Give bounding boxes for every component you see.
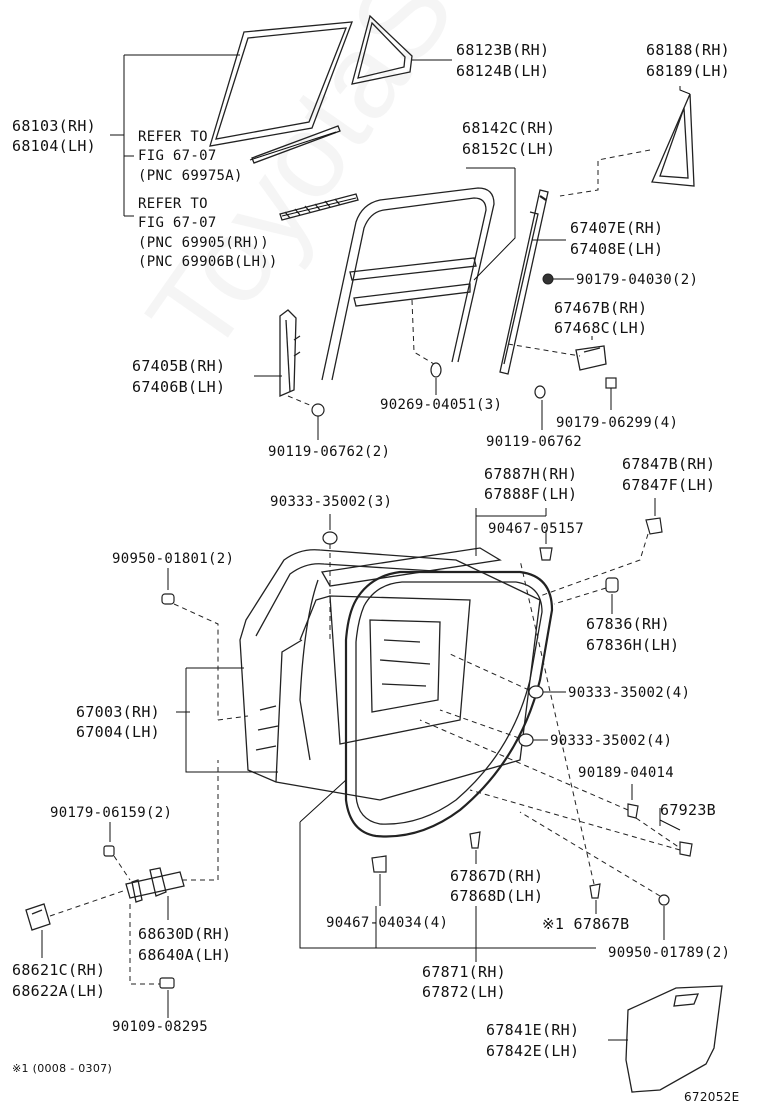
label-68152C: 68152C(LH) (462, 140, 556, 158)
label-68622A: 68622A(LH) (12, 982, 106, 1000)
label-68104: 68104(LH) (12, 137, 96, 155)
refer-note-1-line2: FIG 67-07 (138, 148, 217, 164)
label-67836H: 67836H(LH) (586, 636, 680, 654)
refer-note-1-line3: (PNC 69975A) (138, 168, 243, 184)
label-67836: 67836(RH) (586, 615, 670, 633)
label-67867D: 67867D(RH) (450, 867, 544, 885)
door-glass-shape (209, 21, 353, 147)
label-67871: 67871(RH) (422, 963, 506, 981)
refer-note-2-line4: (PNC 69906B(LH)) (138, 254, 278, 270)
label-68621C: 68621C(RH) (12, 961, 106, 979)
refer-note-2-line3: (PNC 69905(RH)) (138, 235, 269, 251)
label-90333-35002-4b: 90333-35002(4) (550, 733, 673, 749)
label-90950-01801: 90950-01801(2) (112, 551, 235, 567)
label-90467-05157: 90467-05157 (488, 521, 585, 537)
label-67867B: ※1 67867B (542, 915, 630, 933)
label-68189: 68189(LH) (646, 62, 730, 80)
door-check-shape (125, 867, 185, 903)
division-bar-shape (499, 189, 549, 375)
label-90119-06762-single: 90119-06762 (486, 434, 583, 450)
label-67841E: 67841E(RH) (486, 1021, 580, 1039)
label-67468C: 67468C(LH) (554, 319, 648, 337)
label-68188: 68188(RH) (646, 41, 730, 59)
label-68630D: 68630D(RH) (138, 925, 232, 943)
hinge-shape (25, 903, 51, 931)
label-68103: 68103(RH) (12, 117, 96, 135)
label-90950-01789: 90950-01789(2) (608, 945, 731, 961)
footnote: ※1 (0008 - 0307) (12, 1062, 113, 1075)
label-90179-06299: 90179-06299(4) (556, 415, 679, 431)
label-67407E: 67407E(RH) (570, 219, 664, 237)
refer-note-2-line1: REFER TO (138, 196, 208, 212)
label-67004: 67004(LH) (76, 723, 160, 741)
label-68124B: 68124B(LH) (456, 62, 550, 80)
label-67872: 67872(LH) (422, 983, 506, 1001)
label-67406B: 67406B(LH) (132, 378, 226, 396)
refer-note-2-line2: FIG 67-07 (138, 215, 217, 231)
label-67003: 67003(RH) (76, 703, 160, 721)
label-90179-06159: 90179-06159(2) (50, 805, 173, 821)
label-67868D: 67868D(LH) (450, 887, 544, 905)
label-67405B: 67405B(RH) (132, 357, 226, 375)
label-90189-04014: 90189-04014 (578, 765, 675, 781)
door-weatherstrip-shape (299, 547, 554, 838)
door-panel-shape (239, 549, 541, 801)
label-67847F: 67847F(LH) (622, 476, 716, 494)
service-hole-cover-shape (625, 985, 723, 1093)
label-90269-04051: 90269-04051(3) (380, 397, 503, 413)
label-67842E: 67842E(LH) (486, 1042, 580, 1060)
label-90467-04034: 90467-04034(4) (326, 915, 449, 931)
label-90179-04030: 90179-04030(2) (576, 272, 699, 288)
label-68142C: 68142C(RH) (462, 119, 556, 137)
label-67847B: 67847B(RH) (622, 455, 716, 473)
label-67923B: 67923B (660, 801, 716, 819)
figure-id: 672052E (684, 1090, 740, 1104)
refer-note-1-line1: REFER TO (138, 129, 208, 145)
label-67887H: 67887H(RH) (484, 465, 578, 483)
stopper-bracket-shape (575, 345, 607, 371)
label-90109-08295: 90109-08295 (112, 1019, 209, 1035)
belt-moulding-shape (251, 125, 359, 221)
label-67408E: 67408E(LH) (570, 240, 664, 258)
label-67888F: 67888F(LH) (484, 485, 578, 503)
rear-channel-shape (279, 309, 301, 397)
quarter-frame-shape (651, 86, 695, 187)
label-68640A: 68640A(LH) (138, 946, 232, 964)
label-90119-06762-double: 90119-06762(2) (268, 444, 391, 460)
label-68123B: 68123B(RH) (456, 41, 550, 59)
label-90333-35002-3: 90333-35002(3) (270, 494, 393, 510)
label-90333-35002-4a: 90333-35002(4) (568, 685, 691, 701)
label-67467B: 67467B(RH) (554, 299, 648, 317)
run-channel-shape (321, 187, 495, 381)
quarter-glass-shape (351, 14, 413, 85)
